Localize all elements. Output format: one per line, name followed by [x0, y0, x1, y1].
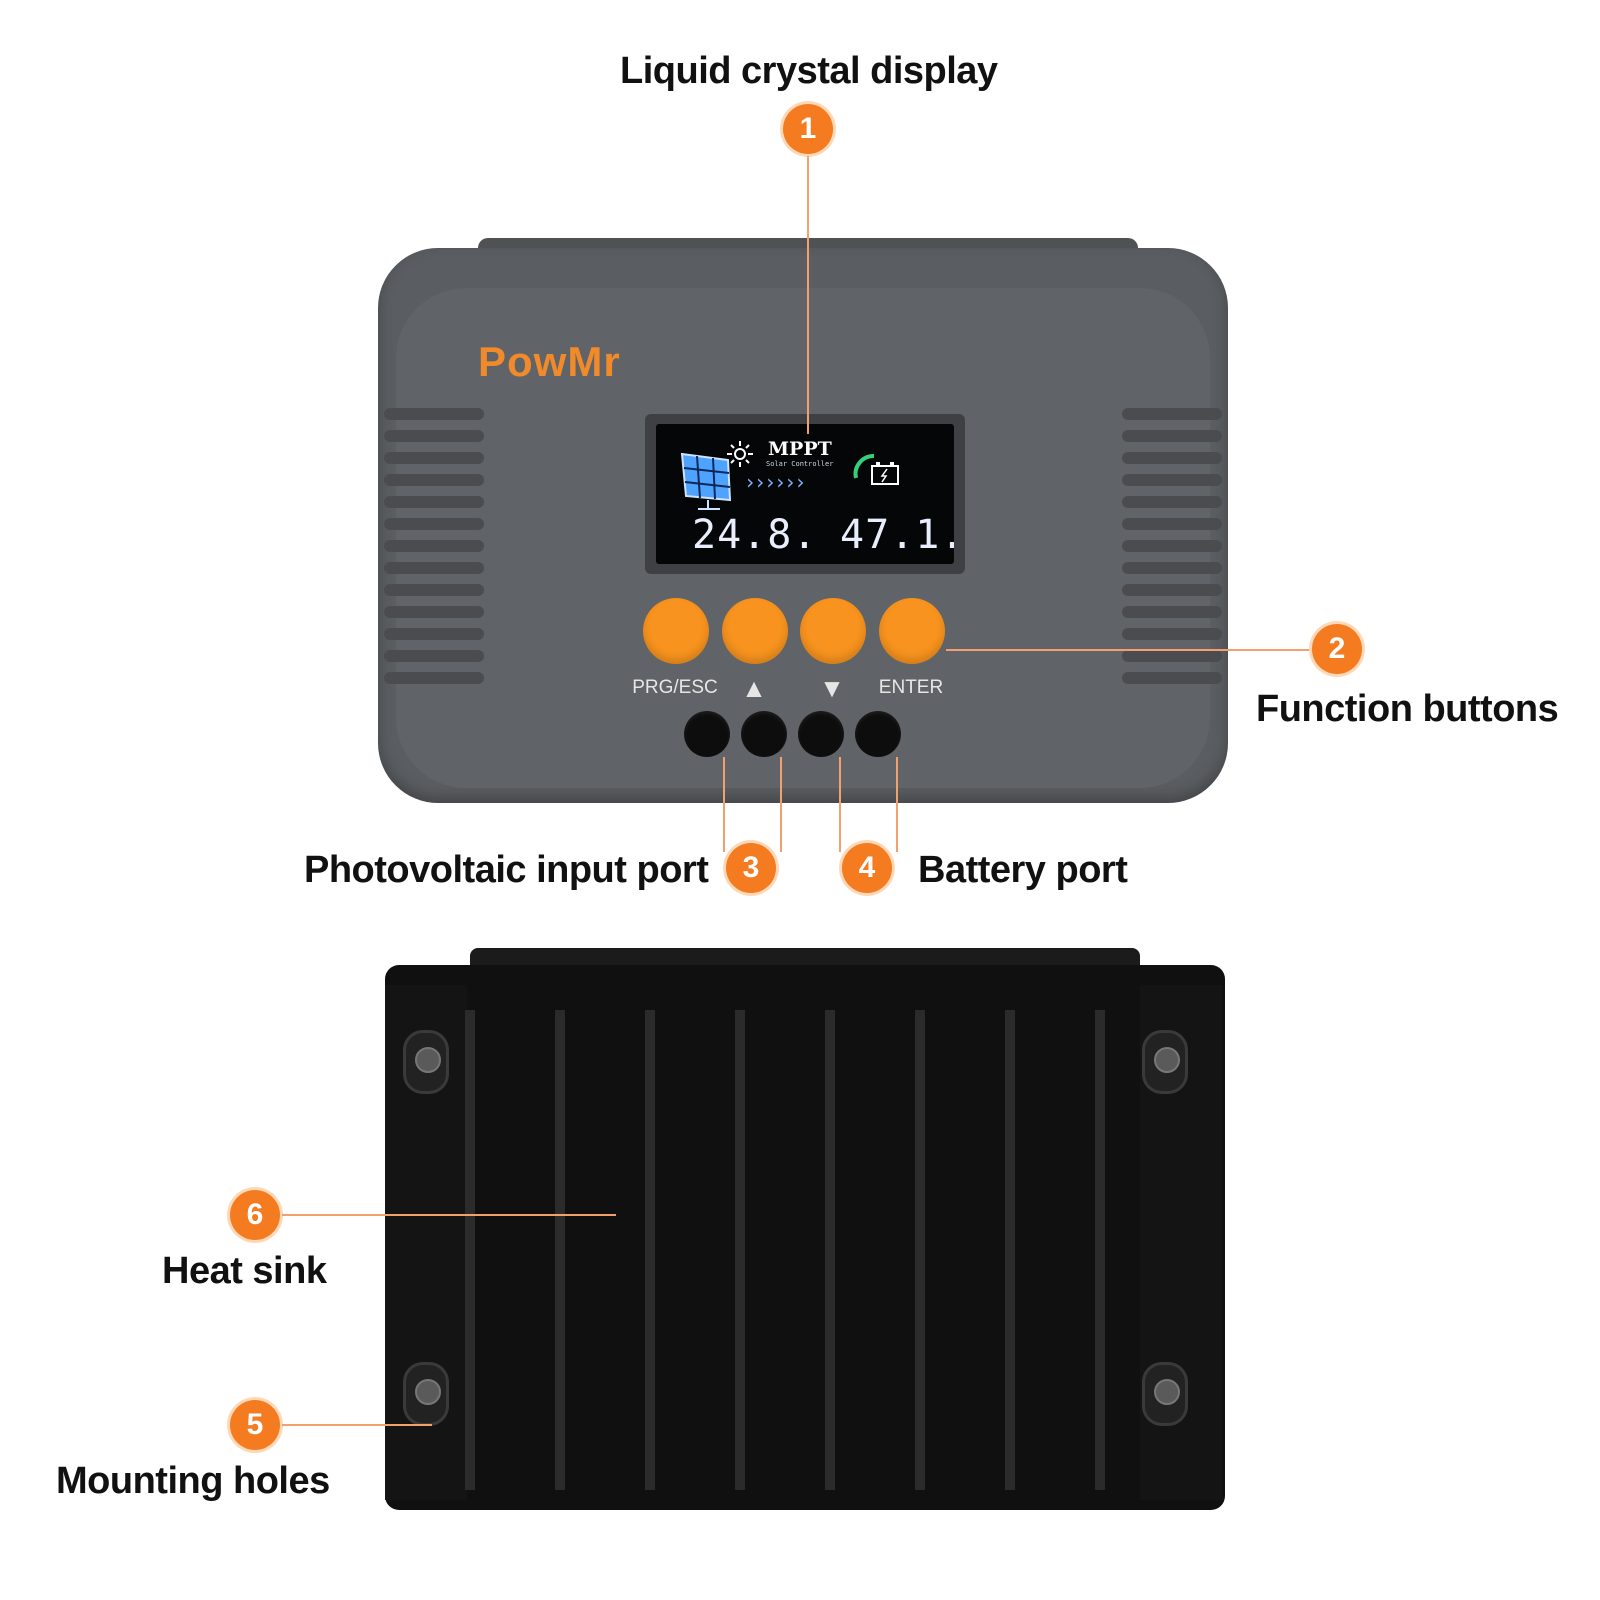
pv-callout-label: Photovoltaic input port	[304, 849, 709, 891]
battery-leader-right	[896, 757, 898, 852]
pv-port-negative	[684, 711, 730, 757]
callout-badge-2: 2	[1312, 624, 1362, 674]
right-vent	[1122, 408, 1222, 698]
lcd-callout-label: Liquid crystal display	[620, 50, 998, 92]
lcd-screen: MPPT Solar Controller ›››››› 24.8. 47.1.	[656, 424, 954, 564]
lcd-bezel: MPPT Solar Controller ›››››› 24.8. 47.1.	[645, 414, 965, 574]
lcd-mppt-label: MPPT	[768, 438, 832, 460]
lcd-charge-arrows: ››››››	[744, 470, 806, 494]
callout-badge-3: 3	[726, 843, 776, 893]
buttons-callout-label: Function buttons	[1256, 688, 1559, 730]
down-button[interactable]	[800, 598, 866, 664]
callout-badge-1: 1	[783, 104, 833, 154]
callout-badge-5: 5	[230, 1400, 280, 1450]
heat-sink-fin	[915, 1010, 925, 1490]
mounting-hole-top-right	[1142, 1030, 1188, 1094]
pv-leader-left	[723, 757, 725, 852]
buttons-leader-line	[946, 649, 1316, 651]
left-vent	[384, 408, 484, 698]
heat-sink-fin	[735, 1010, 745, 1490]
brand-logo: PowMr	[478, 338, 621, 385]
callout-badge-6: 6	[230, 1190, 280, 1240]
lcd-pv-voltage: 24.8.	[692, 512, 818, 558]
mounting-hole-bottom-left	[403, 1362, 449, 1426]
mounting-hole-bottom-right	[1142, 1362, 1188, 1426]
battery-callout-label: Battery port	[918, 849, 1128, 891]
lcd-battery-voltage: 47.1.	[840, 512, 954, 558]
sun-icon	[727, 441, 753, 467]
battery-icon	[853, 453, 899, 485]
battery-port-positive	[855, 711, 901, 757]
enter-label: ENTER	[878, 677, 944, 698]
mounting-hole-top-left	[403, 1030, 449, 1094]
up-button[interactable]	[722, 598, 788, 664]
lcd-leader-line	[807, 156, 809, 434]
prg-esc-label: PRG/ESC	[632, 677, 718, 698]
heatsink-callout-label: Heat sink	[162, 1250, 327, 1292]
down-arrow-icon: ▼	[819, 673, 845, 703]
callout-badge-4: 4	[842, 843, 892, 893]
pv-leader-right	[780, 757, 782, 852]
mounting-leader-line	[282, 1424, 432, 1426]
lcd-sub-label: Solar Controller	[766, 460, 834, 468]
heat-sink-fin	[825, 1010, 835, 1490]
heat-sink-fin	[555, 1010, 565, 1490]
pv-port-positive	[741, 711, 787, 757]
solar-panel-icon	[680, 452, 732, 510]
battery-port-negative	[798, 711, 844, 757]
controller-back	[385, 965, 1225, 1510]
up-arrow-icon: ▲	[741, 673, 767, 703]
enter-button[interactable]	[879, 598, 945, 664]
prg-esc-button[interactable]	[643, 598, 709, 664]
mounting-callout-label: Mounting holes	[56, 1460, 330, 1502]
heat-sink-fin	[1005, 1010, 1015, 1490]
heat-sink-fin	[645, 1010, 655, 1490]
heat-sink-fin	[1095, 1010, 1105, 1490]
heat-sink-fin	[465, 1010, 475, 1490]
heatsink-leader-line	[282, 1214, 616, 1216]
battery-leader-left	[839, 757, 841, 852]
